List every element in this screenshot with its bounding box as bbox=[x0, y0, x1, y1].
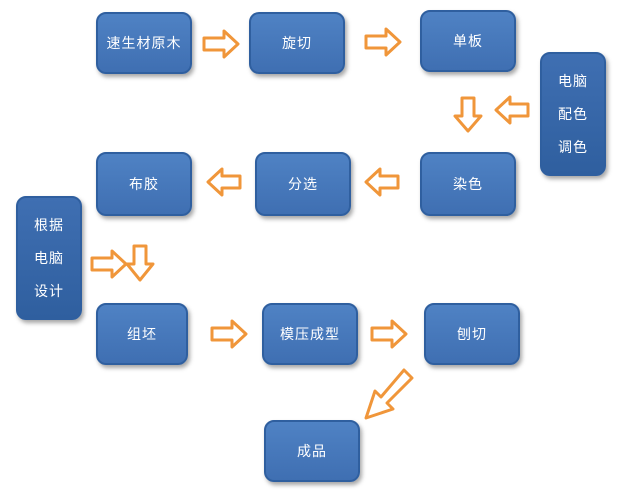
note-color-matching-line-2: 配色 bbox=[558, 106, 588, 123]
node-glue: 布胶 bbox=[96, 152, 192, 216]
node-rotary-cut-label: 旋切 bbox=[282, 36, 312, 52]
node-assembly: 组坯 bbox=[96, 303, 188, 365]
note-design: 根据 电脑 设计 bbox=[16, 196, 82, 320]
node-molding: 模压成型 bbox=[262, 303, 358, 365]
arrow-right-icon bbox=[210, 319, 248, 349]
arrow-left-icon bbox=[364, 167, 400, 197]
node-sorting-label: 分选 bbox=[288, 177, 318, 193]
note-design-line-3: 设计 bbox=[34, 284, 64, 301]
node-dyeing-label: 染色 bbox=[453, 177, 483, 193]
node-planing-label: 刨切 bbox=[457, 327, 487, 343]
note-design-line-2: 电脑 bbox=[34, 250, 64, 267]
node-sorting: 分选 bbox=[255, 152, 351, 216]
arrow-left-icon bbox=[206, 167, 242, 197]
node-planing: 刨切 bbox=[424, 303, 520, 365]
node-glue-label: 布胶 bbox=[129, 177, 159, 193]
node-product: 成品 bbox=[264, 420, 360, 482]
node-veneer: 单板 bbox=[420, 10, 516, 72]
arrow-right-icon bbox=[202, 29, 240, 59]
note-color-matching-line-3: 调色 bbox=[558, 140, 588, 157]
node-speed-wood: 速生材原木 bbox=[96, 12, 192, 74]
node-molding-label: 模压成型 bbox=[280, 327, 340, 343]
note-color-matching: 电脑 配色 调色 bbox=[540, 52, 606, 176]
node-speed-wood-label: 速生材原木 bbox=[106, 36, 182, 52]
node-rotary-cut: 旋切 bbox=[249, 12, 345, 74]
arrow-diagonal-icon bbox=[364, 368, 414, 420]
arrow-right-icon bbox=[364, 27, 402, 57]
note-color-matching-line-1: 电脑 bbox=[558, 73, 588, 90]
note-design-line-1: 根据 bbox=[34, 217, 64, 234]
arrow-down-icon bbox=[453, 96, 483, 133]
node-dyeing: 染色 bbox=[420, 152, 516, 216]
node-assembly-label: 组坯 bbox=[127, 327, 157, 343]
arrow-right-icon bbox=[370, 319, 408, 349]
arrow-down-icon bbox=[125, 244, 155, 282]
node-veneer-label: 单板 bbox=[453, 34, 483, 50]
arrow-left-icon bbox=[494, 95, 530, 125]
node-product-label: 成品 bbox=[297, 444, 327, 460]
arrow-right-icon bbox=[90, 249, 128, 279]
